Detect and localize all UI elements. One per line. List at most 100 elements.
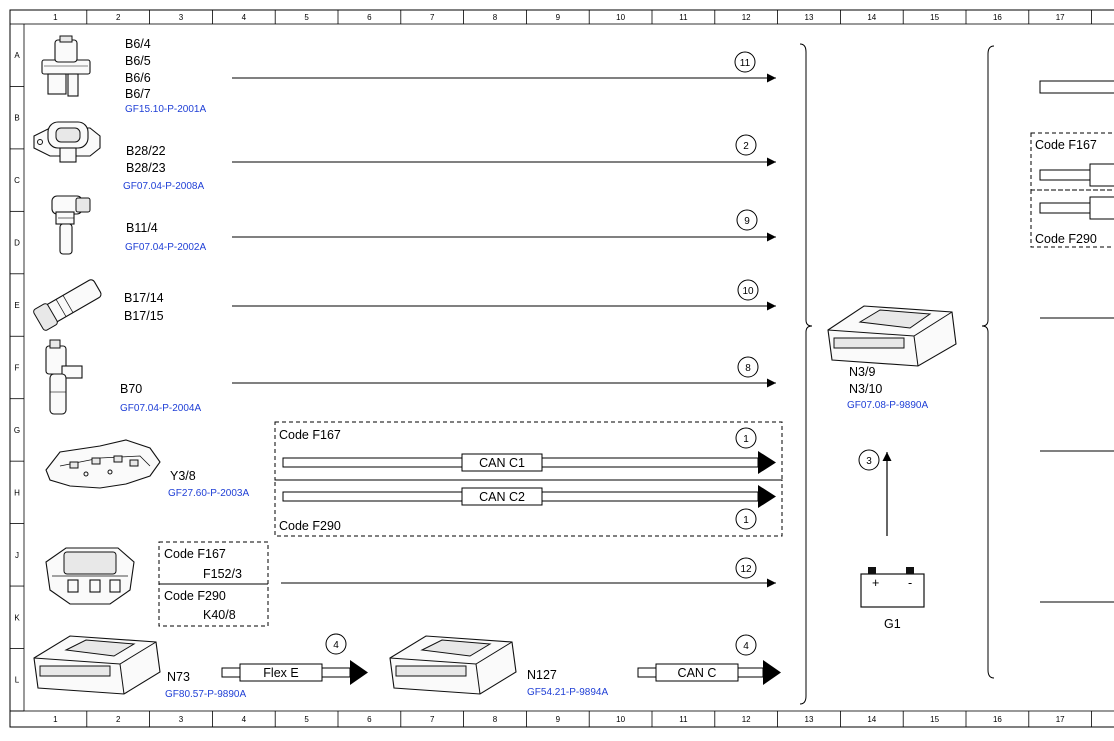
- label-y3-8: Y3/8: [170, 469, 196, 483]
- row-label: F: [15, 363, 20, 372]
- y3-labels: Y3/8 GF27.60-P-2003A: [168, 469, 249, 499]
- code-f167-relay-label: Code F167: [164, 547, 226, 561]
- label-b6-5: B6/5: [125, 54, 151, 68]
- row-label: A: [14, 51, 20, 60]
- row-label: K: [14, 613, 20, 622]
- column-label: 11: [679, 715, 688, 724]
- label-b28-23: B28/23: [126, 161, 166, 175]
- can-c-bus: [637, 660, 781, 685]
- b17-labels: B17/14 B17/15: [124, 291, 164, 323]
- circle-b70[interactable]: 8: [737, 356, 759, 378]
- circle-can-c1[interactable]: 1: [735, 427, 757, 449]
- ref-n73[interactable]: GF80.57-P-9890A: [165, 689, 246, 700]
- circle-flex-e[interactable]: 4: [325, 633, 347, 655]
- column-label: 12: [742, 13, 751, 22]
- circle-can-c[interactable]: 4: [735, 634, 757, 656]
- label-b70: B70: [120, 382, 142, 396]
- column-label: 1: [53, 715, 58, 724]
- sensor-b11-icon: [51, 195, 91, 255]
- column-label: 14: [867, 13, 876, 22]
- label-b28-22: B28/22: [126, 144, 166, 158]
- column-label: 10: [616, 715, 625, 724]
- label-b6-6: B6/6: [125, 71, 151, 85]
- right-bus-c1: [1039, 169, 1114, 181]
- label-b6-7: B6/7: [125, 87, 151, 101]
- label-f152-3: F152/3: [203, 567, 242, 581]
- column-label: 6: [367, 13, 372, 22]
- ref-n3[interactable]: GF07.08-P-9890A: [847, 400, 928, 411]
- column-label: 13: [805, 715, 814, 724]
- column-label: 10: [616, 13, 625, 22]
- label-n3-10: N3/10: [849, 382, 882, 396]
- battery-g1-icon: [860, 567, 925, 608]
- row-label: C: [14, 176, 20, 185]
- ref-b6[interactable]: GF15.10-P-2001A: [125, 104, 206, 115]
- top-ruler: [9, 9, 1114, 25]
- code-f290-can-label: Code F290: [279, 519, 341, 533]
- column-label: 8: [493, 715, 498, 724]
- row-label: D: [14, 239, 20, 248]
- circle-k40-number: 12: [740, 564, 752, 575]
- circle-g1-number: 3: [866, 456, 872, 467]
- sensor-b6-icon: [41, 35, 91, 97]
- column-label: 5: [304, 715, 309, 724]
- circle-b70-number: 8: [745, 363, 751, 374]
- right-partial-area: [1030, 80, 1114, 603]
- circle-b11-number: 9: [744, 216, 750, 227]
- row-label: G: [14, 426, 20, 435]
- right-bus-c2-box: [1089, 196, 1114, 220]
- ref-b28[interactable]: GF07.04-P-2008A: [123, 181, 204, 192]
- right-brace: [981, 45, 995, 679]
- column-label: 16: [993, 715, 1002, 724]
- right-code-f290-label: Code F290: [1035, 232, 1097, 246]
- ref-b70[interactable]: GF07.04-P-2004A: [120, 403, 201, 414]
- circle-can-c2-number: 1: [743, 515, 749, 526]
- n3-labels: N3/9 N3/10 GF07.08-P-9890A: [847, 365, 928, 411]
- code-f290-can-box: [274, 479, 783, 537]
- circle-b11[interactable]: 9: [736, 209, 758, 231]
- circle-b28[interactable]: 2: [735, 134, 757, 156]
- signal-arrows: [232, 73, 892, 588]
- row-label: J: [15, 551, 19, 560]
- ref-b11[interactable]: GF07.04-P-2002A: [125, 242, 206, 253]
- circle-b6-number: 11: [740, 58, 751, 69]
- circle-can-c-number: 4: [743, 641, 749, 652]
- circle-b6[interactable]: 11: [734, 51, 756, 73]
- row-label: H: [14, 488, 20, 497]
- column-label: 7: [430, 13, 435, 22]
- sensor-b17-icon: [33, 279, 102, 331]
- column-label: 15: [930, 13, 939, 22]
- column-label: 13: [805, 13, 814, 22]
- column-label: 2: [116, 13, 121, 22]
- label-n127: N127: [527, 668, 557, 682]
- label-b6-4: B6/4: [125, 37, 151, 51]
- column-label: 2: [116, 715, 121, 724]
- relay-module-icon: [45, 547, 135, 605]
- circle-b28-number: 2: [743, 141, 749, 152]
- column-label: 6: [367, 715, 372, 724]
- n127-labels: N127 GF54.21-P-9894A: [527, 668, 608, 698]
- circle-b17[interactable]: 10: [737, 279, 759, 301]
- column-label: 1: [53, 13, 58, 22]
- column-label: 7: [430, 715, 435, 724]
- code-f290-relay-box: [158, 583, 269, 627]
- ref-y3[interactable]: GF27.60-P-2003A: [168, 488, 249, 499]
- flex-e-bus: [221, 660, 368, 685]
- label-n73: N73: [167, 670, 190, 684]
- right-bus-c2: [1039, 202, 1114, 214]
- battery-plus-label: +: [872, 576, 879, 590]
- row-label: B: [14, 114, 19, 123]
- can-c1-bus: [282, 451, 776, 474]
- circle-can-c2[interactable]: 1: [735, 508, 757, 530]
- circle-k40[interactable]: 12: [735, 557, 757, 579]
- code-f167-can-label: Code F167: [279, 428, 341, 442]
- sensor-b28-icon: [33, 121, 101, 163]
- circle-g1[interactable]: 3: [858, 449, 880, 471]
- label-b11-4: B11/4: [126, 221, 158, 235]
- column-label: 4: [242, 13, 247, 22]
- ref-n127[interactable]: GF54.21-P-9894A: [527, 687, 608, 698]
